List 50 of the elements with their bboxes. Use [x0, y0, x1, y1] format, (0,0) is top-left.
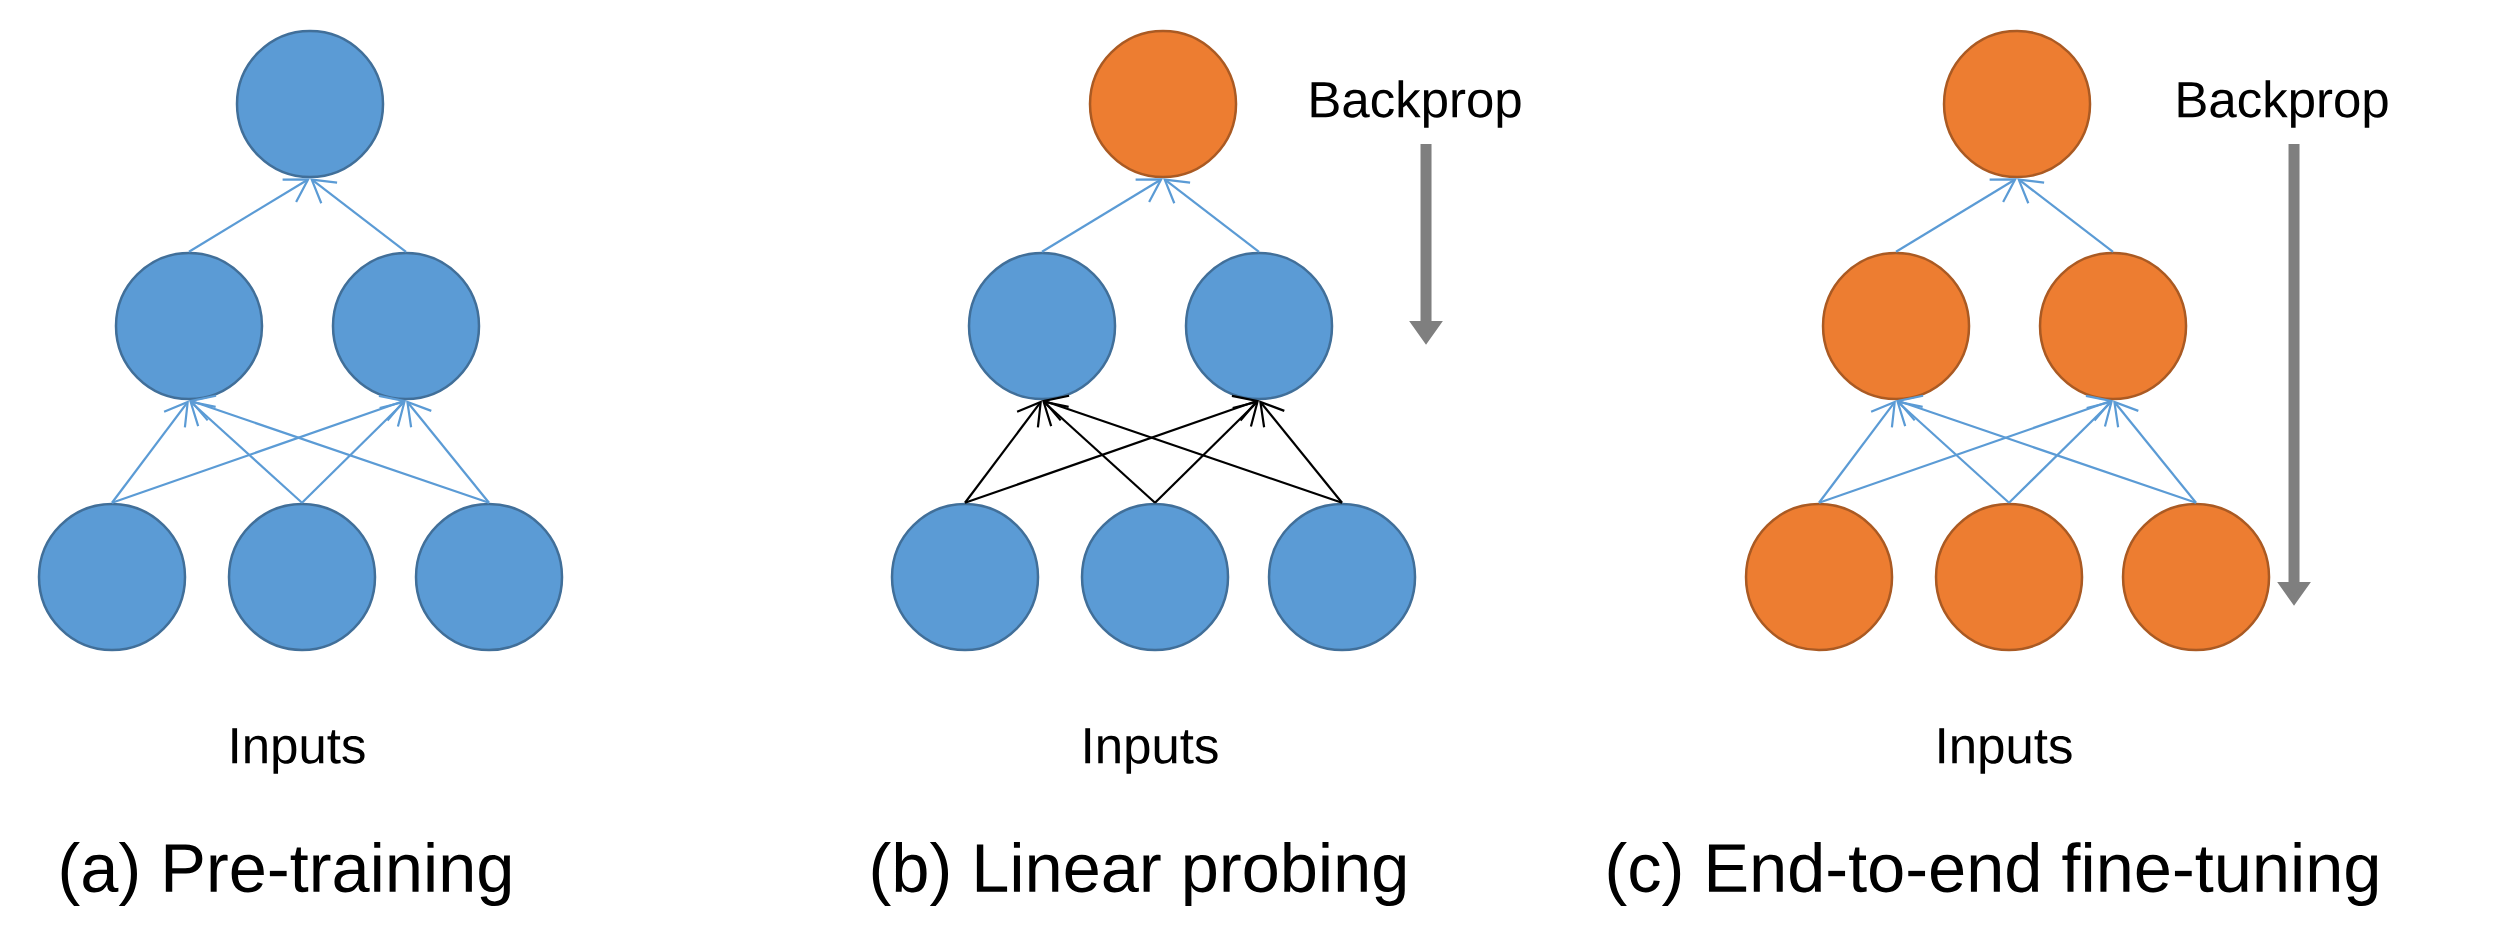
- neuron-circle: [1744, 502, 1894, 652]
- arrow: [1042, 394, 1343, 504]
- neuron-circle: [414, 502, 564, 652]
- neuron-circle: [2121, 502, 2271, 652]
- neuron-circle: [1934, 502, 2084, 652]
- neuron-circle: [1267, 502, 1417, 652]
- backprop-label: Backprop: [1311, 80, 1521, 128]
- neuron-circle: [227, 502, 377, 652]
- neuron-circle: [890, 502, 1040, 652]
- neuron-circle: [37, 502, 187, 652]
- neuron-circle: [114, 251, 264, 401]
- arrow: [1818, 394, 2114, 504]
- neuron-circle: [1184, 251, 1334, 401]
- arrow: [2008, 400, 2114, 504]
- arrow: [310, 178, 407, 253]
- arrow: [111, 400, 189, 504]
- arrow: [111, 394, 406, 504]
- arrow: [1259, 400, 1343, 504]
- neuron-circle: [1942, 29, 2092, 179]
- arrow: [1154, 400, 1260, 504]
- arrow: [1042, 400, 1156, 504]
- arrow: [189, 400, 303, 504]
- neuron-circle: [331, 251, 481, 401]
- neuron-circle: [1080, 502, 1230, 652]
- neuron-circle: [967, 251, 1117, 401]
- backprop-label: Backprop: [2178, 80, 2388, 128]
- arrow: [964, 394, 1260, 504]
- arrow: [189, 394, 490, 504]
- neuron-circle: [235, 29, 385, 179]
- inputs-label: Inputs: [232, 728, 365, 774]
- arrow: [1818, 400, 1897, 504]
- arrow: [1896, 394, 2197, 504]
- inputs-label: Inputs: [1085, 728, 1218, 774]
- neuron-circle: [2038, 251, 2188, 401]
- arrow: [1895, 178, 2018, 253]
- panel-caption: (c) End-to-end fine-tuning: [1608, 842, 2377, 906]
- neuron-circle: [1821, 251, 1971, 401]
- arrow: [1041, 178, 1163, 253]
- panel-caption: (b) Linear probing: [872, 842, 1405, 906]
- arrow: [1163, 178, 1260, 253]
- arrow: [406, 400, 490, 504]
- panel-caption: (a) Pre-training: [61, 842, 510, 906]
- arrow: [964, 400, 1042, 504]
- arrow: [1896, 400, 2010, 504]
- arrow: [2017, 178, 2114, 253]
- neuron-circle: [1088, 29, 1238, 179]
- inputs-label: Inputs: [1939, 728, 2072, 774]
- arrow: [301, 400, 406, 504]
- arrow: [188, 178, 310, 253]
- arrow: [2113, 400, 2197, 504]
